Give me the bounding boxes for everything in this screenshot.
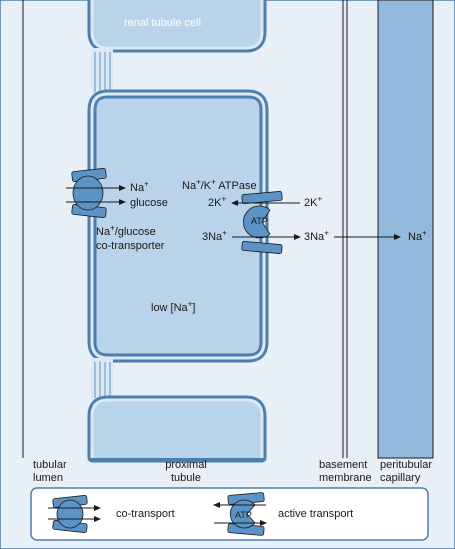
renal-tubule-cell-top-inner	[90, 0, 264, 50]
glucose-label: glucose	[130, 197, 168, 209]
legend-active-transport-icon	[213, 492, 267, 536]
cotransporter-label-line1: Na+/glucose	[96, 223, 156, 238]
atpase-label: Na+/K+ ATPase	[182, 177, 257, 192]
na-out-label: 3Na+	[304, 228, 329, 243]
low-na-label: low [Na+]	[151, 299, 196, 314]
k-out-label: 2K+	[304, 194, 323, 209]
renal-tubule-cell-bottom-inner	[90, 398, 264, 458]
na-in-label: 3Na+	[202, 228, 227, 243]
k-in-label: 2K+	[208, 194, 227, 209]
legend-co-transport-icon	[48, 495, 101, 533]
peritubular-capillary	[377, 0, 434, 459]
legend-active-transport-label: active transport	[278, 508, 354, 520]
proximal-tubule-cell-inner	[90, 92, 266, 360]
na-k-atpase-protein	[241, 191, 283, 254]
cotransporter-label-line2: co-transporter	[96, 240, 165, 252]
tight-junction-bottom	[91, 358, 113, 400]
na-capillary-label: Na+	[408, 228, 427, 243]
legend-box	[30, 487, 429, 541]
legend-atp-label: ATP	[235, 510, 252, 520]
atp-label: ATP	[251, 216, 268, 226]
co-transporter-protein	[71, 168, 107, 218]
legend-co-transport-label: co-transport	[116, 508, 175, 520]
na-cotransport-label: Na+	[130, 179, 149, 194]
renal-tubule-cell-label: renal tubule cell	[124, 17, 202, 29]
tight-junction-top	[91, 48, 113, 94]
